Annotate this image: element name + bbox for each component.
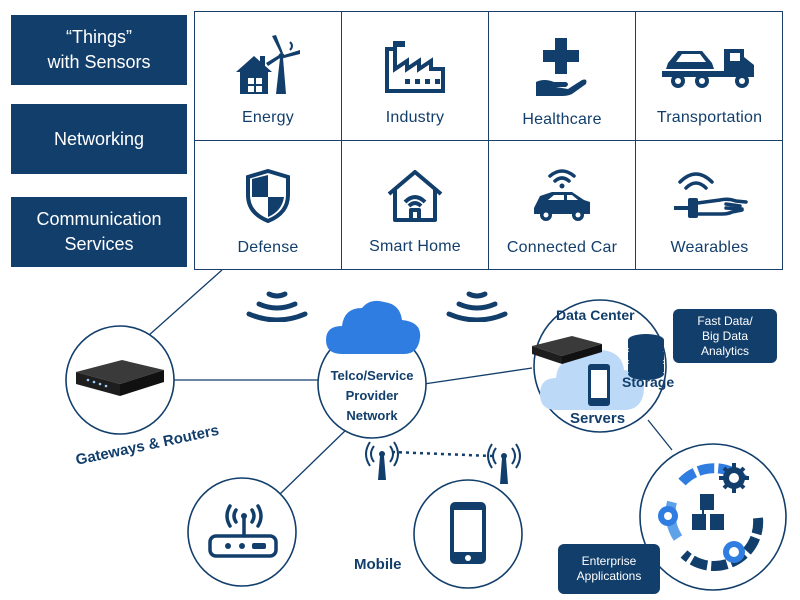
server-rack-icon	[692, 494, 724, 530]
cell-smart-home: Smart Home	[342, 141, 489, 270]
factory-icon	[385, 41, 445, 93]
wifi-router-icon	[208, 504, 278, 558]
smart-home-icon	[387, 170, 443, 222]
mobile-label: Mobile	[354, 556, 402, 573]
gateway-circle	[65, 325, 175, 435]
enterprise-apps-circle	[639, 443, 787, 591]
cell-defense: Defense	[195, 141, 342, 270]
cell-energy: Energy	[195, 12, 342, 141]
communication-services-box: Communication Services	[11, 197, 187, 267]
smartphone-icon	[450, 502, 486, 564]
storage-label: Storage	[622, 374, 675, 390]
servers-label: Servers	[570, 410, 626, 427]
connected-car-icon	[534, 169, 590, 221]
cell-industry: Industry	[342, 12, 489, 141]
antenna-icon	[487, 443, 521, 469]
house-wind-turbine-icon	[236, 35, 300, 94]
data-center-circle	[532, 299, 667, 433]
shield-icon	[246, 169, 290, 223]
iot-category-grid: Energy Industry	[194, 11, 783, 270]
medical-cross-hand-icon	[536, 38, 587, 96]
antenna-link	[365, 441, 521, 484]
fast-data-analytics-badge: Fast Data/ Big Data Analytics	[673, 309, 777, 363]
router-device-icon	[76, 360, 164, 396]
data-center-label: Data Center	[556, 307, 635, 323]
telco-network-label: Telco/Service Provider Network	[330, 368, 414, 423]
database-icon	[628, 334, 664, 380]
wireless-signal-icon	[446, 291, 508, 322]
wifi-router-circle	[187, 477, 297, 587]
cell-healthcare: Healthcare	[489, 12, 636, 141]
antenna-icon	[365, 441, 399, 467]
cell-label: Energy	[242, 109, 294, 126]
cell-connected-car: Connected Car	[489, 141, 636, 270]
tow-truck-icon	[661, 49, 754, 88]
cell-label: Transportation	[656, 109, 763, 126]
cell-label: Smart Home	[369, 238, 461, 255]
cell-label: Connected Car	[506, 239, 618, 256]
cell-label: Industry	[385, 109, 445, 126]
wireless-signal-icon	[246, 291, 308, 322]
smartphone-icon	[588, 364, 610, 406]
networking-box: Networking	[11, 104, 187, 174]
router-device-icon	[532, 336, 602, 364]
mobile-circle	[413, 479, 523, 589]
cell-transportation: Transportation	[636, 12, 783, 141]
cell-label: Wearables	[670, 239, 749, 256]
cell-label: Defense	[237, 239, 299, 256]
cloud-icon	[326, 300, 421, 354]
things-with-sensors-box: “Things” with Sensors	[11, 15, 187, 85]
cell-wearables: Wearables	[636, 141, 783, 270]
wearable-wrist-icon	[673, 172, 748, 218]
cell-label: Healthcare	[522, 111, 602, 128]
enterprise-applications-badge: Enterprise Applications	[558, 544, 660, 594]
